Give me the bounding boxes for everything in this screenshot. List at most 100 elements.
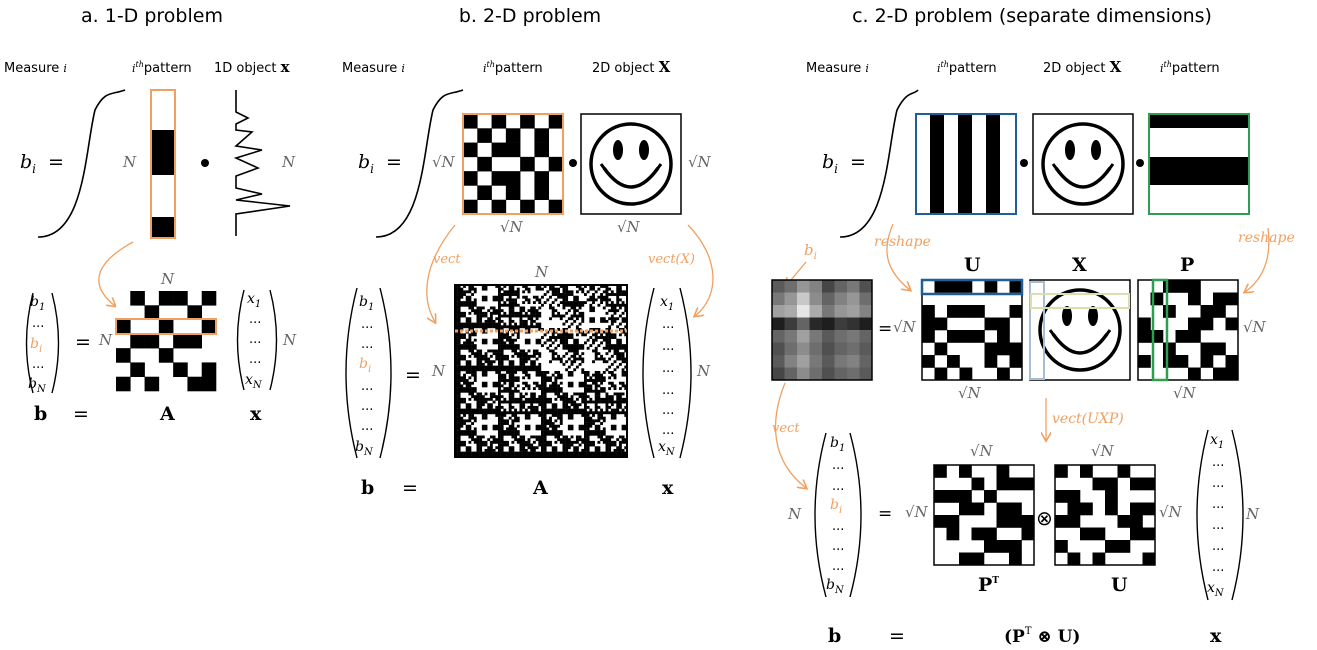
svg-text:...: ... — [361, 419, 373, 434]
panel-b-vector-x: x1 ... ... ... ... ... ... xN — [642, 287, 692, 459]
panel-b-bi: bi — [358, 151, 374, 176]
svg-text:...: ... — [1212, 476, 1224, 491]
panel-c-P-label: P — [1180, 254, 1194, 276]
panel-c-x-N: N — [1245, 505, 1260, 523]
panel-b-dot — [569, 159, 577, 167]
panel-c-equals-3: = — [878, 504, 892, 524]
panel-c-U-sqrtN-left: √N — [893, 318, 917, 336]
svg-text:...: ... — [662, 317, 674, 332]
panel-c-bottom-b: b — [828, 625, 841, 647]
panel-c-object-label: 2D object X — [1043, 58, 1122, 76]
svg-text:xN: xN — [1207, 580, 1225, 599]
panel-a-vector-x: x1 ... ... ... xN — [236, 289, 278, 391]
panel-b-bottom-x: x — [662, 477, 674, 499]
panel-c-equals: = — [850, 151, 866, 173]
svg-text:xN: xN — [658, 439, 676, 458]
panel-a-object-label: 1D object x — [214, 58, 291, 76]
panel-c-vector-x: x1 ... ... ... ... ... ... xN — [1196, 429, 1244, 601]
panel-c-U-row-highlight — [920, 278, 1024, 296]
panel-c-reshape-right: reshape — [1238, 230, 1295, 246]
panel-a-arrow — [98, 241, 134, 306]
svg-text:bi: bi — [830, 497, 842, 516]
svg-text:...: ... — [1212, 497, 1224, 512]
panel-a-pattern-label: ithpattern — [132, 60, 192, 76]
panel-c-vector-b: b1 ... ... bi ... ... ... bN — [814, 432, 862, 598]
panel-b-measure-label: Measure i — [342, 61, 405, 76]
panel-b-x-N: N — [696, 362, 711, 380]
panel-c-measure-label: Measure i — [806, 61, 869, 76]
panel-b-pattern-frame — [462, 113, 564, 215]
panel-a-title: a. 1-D problem — [81, 5, 223, 27]
svg-text:bi: bi — [359, 356, 371, 375]
panel-c-P-col-highlight — [1151, 278, 1169, 382]
panel-c-pattern-horizontal — [1148, 113, 1250, 215]
svg-text:bN: bN — [355, 439, 374, 458]
panel-a-equals: = — [48, 151, 64, 173]
panel-a-b1: b1 — [30, 294, 45, 313]
svg-text:b1: b1 — [359, 294, 374, 313]
panel-c-X-row-highlight — [1030, 293, 1130, 309]
panel-c-pattern-vertical — [915, 113, 1017, 215]
panel-c-U-label: U — [964, 254, 981, 276]
svg-text:...: ... — [832, 458, 844, 473]
panel-a-matrix-A — [116, 291, 217, 392]
panel-c-kron: ⊗ — [1036, 506, 1053, 530]
svg-text:...: ... — [1212, 518, 1224, 533]
panel-b-title: b. 2-D problem — [459, 5, 601, 27]
panel-b-object-label: 2D object X — [592, 58, 671, 76]
panel-c-arrow-reshape-left — [886, 223, 910, 290]
panel-a-vector-b: b1 ... bi ... bN — [25, 292, 60, 395]
svg-text:...: ... — [832, 539, 844, 554]
panel-a-bi-row: bi — [30, 336, 42, 355]
panel-b-pattern-sqrtN-left: √N — [432, 153, 456, 171]
panel-b-pattern-sqrtN-bottom: √N — [500, 218, 524, 236]
svg-text:...: ... — [1212, 560, 1224, 575]
svg-text:...: ... — [361, 399, 373, 414]
svg-text:...: ... — [249, 352, 261, 367]
svg-text:...: ... — [1212, 455, 1224, 470]
panel-a-dot — [201, 159, 209, 167]
panel-c-b-N: N — [787, 505, 802, 523]
svg-text:...: ... — [662, 361, 674, 376]
panel-a-bN: bN — [28, 376, 47, 395]
panel-a-bottom-A: A — [159, 403, 175, 425]
svg-text:...: ... — [1212, 539, 1224, 554]
svg-text:...: ... — [662, 339, 674, 354]
panel-c-PT-sqrtN-left: √N — [905, 503, 929, 521]
svg-text:...: ... — [361, 317, 373, 332]
panel-c-bi-image-label: bi — [804, 241, 817, 262]
panel-a-pattern-N: N — [122, 153, 137, 171]
panel-b-pattern-label: ithpattern — [483, 60, 543, 76]
svg-text:...: ... — [361, 337, 373, 352]
panel-b-object-sqrtN-bottom: √N — [617, 218, 641, 236]
panel-c-bottom-x: x — [1210, 625, 1222, 647]
panel-b-vect-label: vect — [433, 252, 461, 267]
panel-c-measurement-image — [772, 280, 873, 381]
panel-c-P-sqrtN-bottom: √N — [1173, 384, 1197, 402]
panel-c-dot-2 — [1136, 159, 1144, 167]
panel-c-U2-sqrtN-right: √N — [1159, 503, 1183, 521]
panel-b-bottom-b: b — [361, 477, 374, 499]
panel-c-bottom-expr: (PT ⊗ U) — [1004, 626, 1080, 647]
panel-c-bottom-eq: = — [889, 625, 905, 647]
svg-text:b1: b1 — [830, 435, 845, 454]
panel-c-matrix-U — [922, 280, 1023, 381]
panel-c-U2-label: U — [1111, 574, 1128, 596]
panel-c-object-frame — [1032, 113, 1134, 215]
panel-c-arrow-vect — [774, 382, 806, 488]
panel-a-bottom-b: b — [34, 403, 47, 425]
panel-c-X-frame — [1029, 279, 1131, 381]
panel-c-matrix-U2 — [1055, 465, 1156, 566]
panel-a-object-signal — [233, 90, 291, 236]
panel-a-bottom-eq: = — [73, 403, 89, 425]
panel-b-matrix-N-top: N — [534, 263, 549, 281]
panel-c-PT-sqrtN-top: √N — [970, 442, 994, 460]
panel-b-matrix-A — [455, 285, 628, 458]
svg-text:...: ... — [249, 332, 261, 347]
panel-c-arrow-reshape-right — [1245, 227, 1270, 292]
panel-a-bottom-x: x — [250, 403, 262, 425]
panel-a-measure-label: Measure i — [4, 61, 67, 76]
panel-b-equals: = — [386, 151, 402, 173]
svg-text:...: ... — [662, 383, 674, 398]
